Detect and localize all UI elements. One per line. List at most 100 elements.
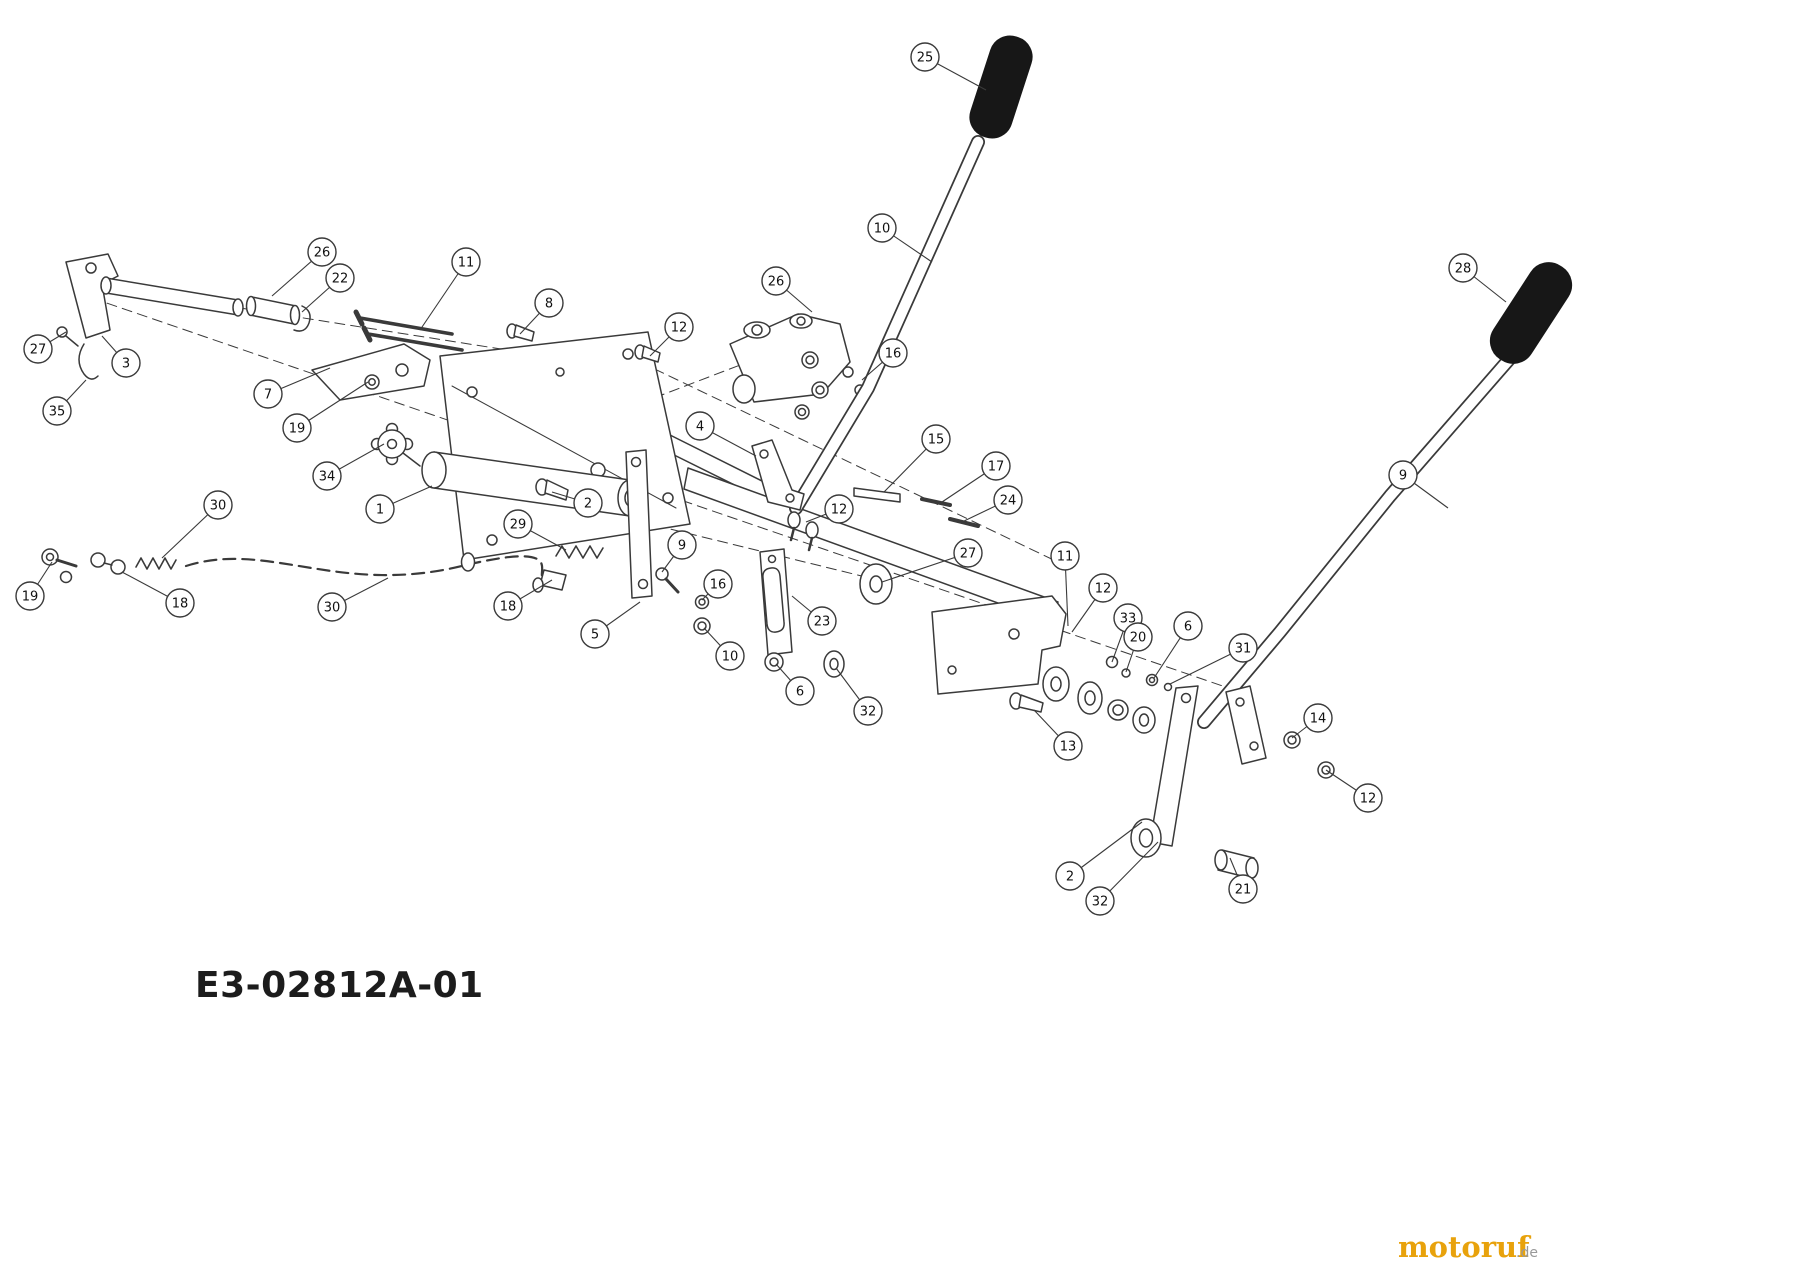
callout-10: 10 [867,213,933,263]
callout-label: 5 [591,628,599,643]
control-cable [41,545,604,593]
link-bar-5 [625,449,653,599]
callout-label: 12 [1360,792,1377,807]
callout-label: 18 [172,597,189,612]
callout-27: 27 [23,331,67,364]
callout-label: 32 [860,705,877,720]
callout-label: 35 [49,405,66,420]
callout-3: 3 [101,335,141,378]
callout-label: 14 [1310,712,1327,727]
callout-label: 25 [917,51,934,66]
callout-label: 3 [122,357,130,372]
callout-19: 19 [282,381,369,443]
callout-label: 20 [1130,631,1147,646]
callout-label: 12 [831,503,848,518]
callout-10: 10 [703,627,745,671]
pivot-shaft-assembly [56,253,311,380]
callout-label: 11 [458,256,475,271]
callout-label: 7 [264,388,272,403]
handle-grip-left [969,35,1033,139]
callout-label: 16 [710,578,727,593]
callout-label: 19 [22,590,39,605]
callout-20: 20 [1123,622,1153,673]
callout-label: 8 [545,297,553,312]
callout-label: 31 [1235,642,1252,657]
callout-18: 18 [121,571,195,618]
callout-label: 19 [289,422,306,437]
callout-21: 21 [1228,857,1258,904]
callout-label: 2 [1066,870,1074,885]
strap-link-slotted [759,548,793,656]
callout-label: 24 [1000,494,1017,509]
callout-30: 30 [161,490,233,559]
callout-4: 4 [685,411,757,457]
callout-label: 29 [510,518,527,533]
callout-label: 28 [1455,262,1472,277]
callout-12: 12 [649,312,694,357]
callout-12: 12 [805,494,854,524]
fastener-stack [1009,655,1173,734]
callout-label: 27 [30,343,47,358]
callout-34: 34 [312,443,385,491]
callout-label: 9 [1399,469,1407,484]
callout-23: 23 [791,595,837,636]
callout-15: 15 [883,424,951,493]
callout-27: 27 [881,538,983,583]
callout-label: 12 [1095,582,1112,597]
callout-13: 13 [1033,709,1083,761]
callout-29: 29 [503,509,567,551]
callout-6: 6 [775,663,815,706]
callout-7: 7 [253,367,331,409]
callout-17: 17 [941,451,1011,503]
callout-6: 6 [1153,611,1203,679]
callout-30: 30 [317,577,389,622]
callout-2: 2 [551,488,603,518]
handle-grip-right [1489,262,1573,364]
callout-label: 27 [960,547,977,562]
callout-label: 30 [210,499,227,514]
callout-31: 31 [1169,633,1258,685]
callout-14: 14 [1291,703,1333,739]
callout-label: 15 [928,433,945,448]
callout-19: 19 [15,561,53,611]
callout-label: 26 [768,275,785,290]
callout-12: 12 [1071,573,1118,633]
watermark-main: motoruf [1398,1230,1532,1264]
cable-spring-left [135,557,177,570]
callout-label: 26 [314,246,331,261]
callout-label: 10 [722,650,739,665]
callout-label: 13 [1060,740,1077,755]
callout-label: 33 [1120,612,1137,627]
callout-label: 9 [678,539,686,554]
callout-32: 32 [835,667,883,726]
callout-11: 11 [419,247,481,331]
callout-26: 26 [271,237,337,297]
callout-label: 11 [1057,550,1074,565]
callout-16: 16 [861,338,908,381]
rear-bracket [1225,685,1335,779]
callout-label: 6 [796,685,804,700]
callout-16: 16 [701,569,733,601]
callout-label: 23 [814,615,831,630]
callout-label: 4 [696,420,704,435]
callout-9: 9 [661,530,697,573]
drawing-number: E3-02812A-01 [195,965,484,1006]
main-mount-plate [439,331,691,561]
callout-9: 9 [1388,460,1449,509]
callout-label: 16 [885,347,902,362]
callout-12: 12 [1325,769,1383,813]
callout-25: 25 [910,42,987,91]
lower-bracket [931,595,1067,695]
lift-pivot-assembly [729,313,866,420]
callout-label: 1 [376,503,384,518]
callout-label: 34 [319,470,336,485]
callout-label: 22 [332,272,349,287]
callout-1: 1 [365,485,433,524]
callout-35: 35 [42,379,87,426]
callout-label: 2 [584,497,592,512]
bolts-11 [353,309,464,352]
callout-label: 6 [1184,620,1192,635]
